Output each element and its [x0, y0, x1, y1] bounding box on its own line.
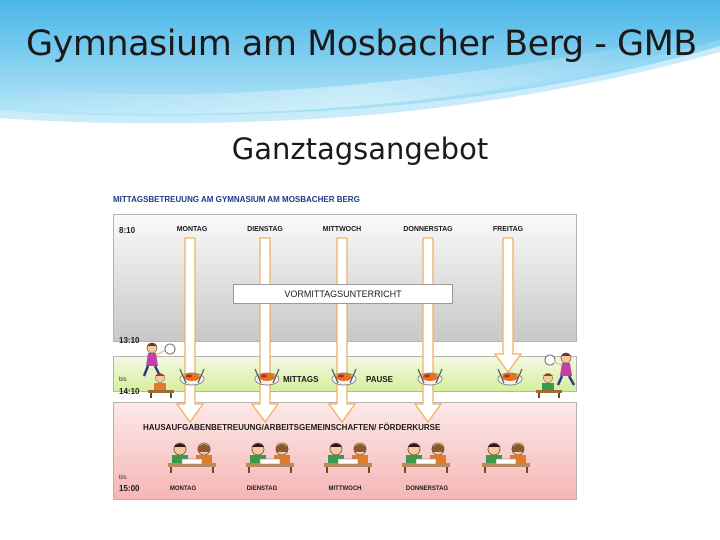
schedule-diagram: MITTAGSBETREUUNG AM GYMNASIUM AM MOSBACH…	[110, 190, 580, 502]
arrow-mittwoch	[327, 237, 357, 424]
day-header-dienstag: DIENSTAG	[247, 226, 283, 233]
lunch-plate-icon	[331, 368, 357, 386]
time-bis-1: bis	[119, 377, 127, 383]
lunch-label-mittags: MITTAGS	[283, 375, 319, 384]
time-lunch-end: 14:10	[119, 387, 140, 396]
student-desk-icon	[536, 373, 562, 398]
time-start: 8:10	[119, 226, 136, 235]
afternoon-activities-label: HAUSAUFGABENBETREUUNG/ARBEITSGEMEINSCHAF…	[143, 423, 441, 432]
morning-lessons-label: VORMITTAGSUNTERRICHT	[284, 289, 402, 299]
lunch-plate-icon	[417, 368, 443, 386]
title-banner	[0, 0, 720, 124]
lunch-plate-icon	[179, 368, 205, 386]
time-end: 15:00	[119, 484, 140, 493]
day-header-montag: MONTAG	[176, 226, 208, 233]
student-homework-icon	[482, 442, 530, 473]
slide-title: Gymnasium am Mosbacher Berg - GMB	[26, 24, 697, 64]
arrow-donnerstag	[413, 237, 443, 424]
student-homework-icon	[324, 442, 372, 473]
slide-subtitle: Ganztagsangebot	[231, 132, 489, 166]
arrow-dienstag	[250, 237, 280, 424]
arrow-freitag	[493, 237, 523, 374]
child-ball-icon	[142, 342, 176, 377]
schedule-title: MITTAGSBETREUUNG AM GYMNASIUM AM MOSBACH…	[113, 195, 360, 204]
lunch-label-pause: PAUSE	[366, 375, 393, 384]
day-footer-donnerstag: DONNERSTAG	[405, 486, 449, 492]
lunch-plate-icon	[254, 368, 280, 386]
arrow-montag	[175, 237, 205, 424]
time-bis-2: bis	[119, 475, 127, 481]
student-homework-icon	[402, 442, 450, 473]
child-ball-icon	[544, 352, 576, 386]
lunch-plate-icon	[497, 368, 523, 386]
student-desk-icon	[148, 373, 174, 398]
day-footer-dienstag: DIENSTAG	[246, 486, 278, 492]
day-footer-mittwoch: MITTWOCH	[328, 486, 362, 492]
day-header-donnerstag: DONNERSTAG	[403, 226, 453, 233]
student-homework-icon	[246, 442, 294, 473]
time-midday: 13:10	[119, 336, 140, 345]
morning-lessons-box: VORMITTAGSUNTERRICHT	[233, 284, 453, 304]
day-header-mittwoch: MITTWOCH	[322, 226, 362, 233]
day-header-freitag: FREITAG	[492, 226, 524, 233]
student-homework-icon	[168, 442, 216, 473]
day-footer-montag: MONTAG	[169, 486, 197, 492]
